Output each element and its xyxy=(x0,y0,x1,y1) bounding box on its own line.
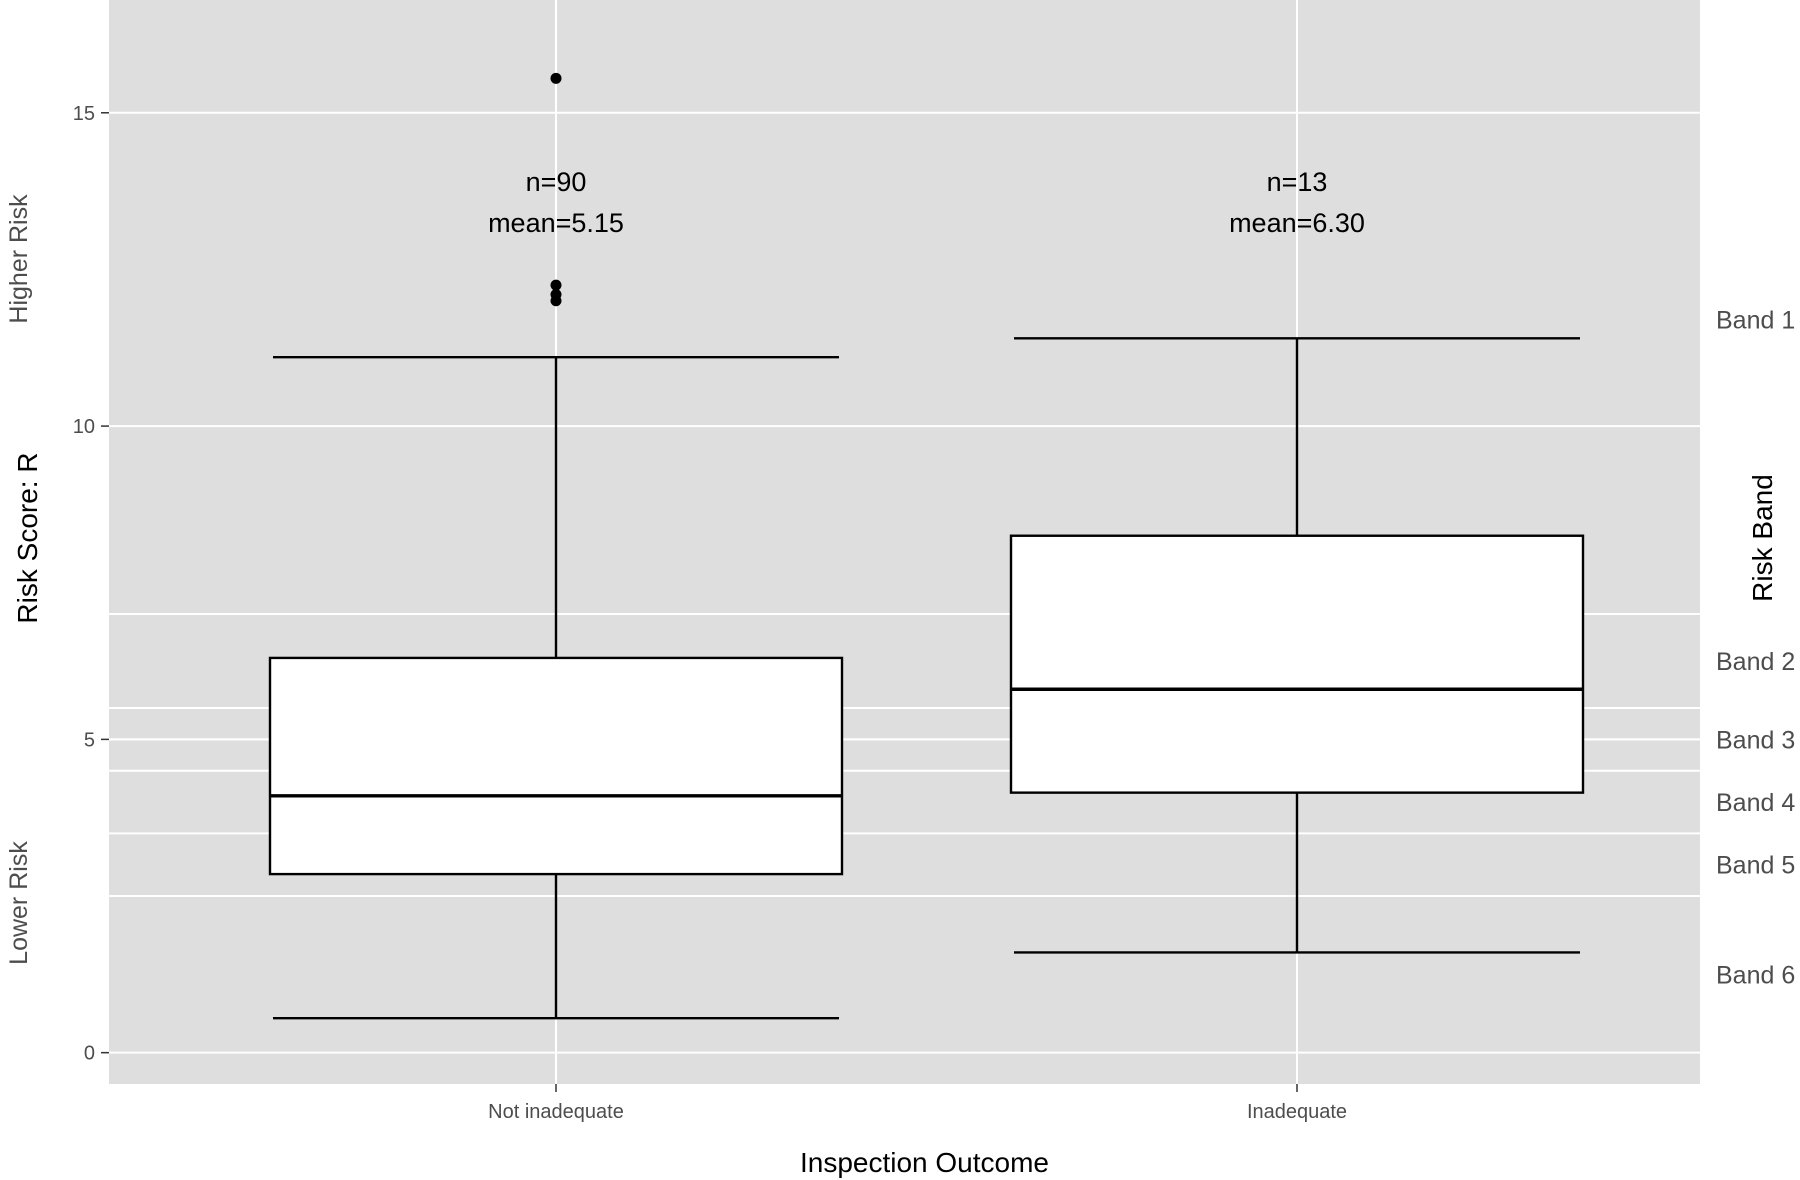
y-axis-title: Risk Score: R xyxy=(12,452,43,623)
mean-annotation: mean=6.30 xyxy=(1229,208,1365,238)
n-annotation: n=90 xyxy=(526,167,587,197)
band-label: Band 2 xyxy=(1716,648,1795,676)
outlier-point xyxy=(550,279,562,291)
n-annotation: n=13 xyxy=(1267,167,1328,197)
y-tick-label: 5 xyxy=(84,729,95,751)
x-tick-label: Inadequate xyxy=(1247,1101,1347,1123)
risk-band-axis-title: Risk Band xyxy=(1747,474,1778,602)
box-not-inadequate xyxy=(268,72,844,1020)
iqr-box xyxy=(268,656,844,876)
mean-annotation: mean=5.15 xyxy=(488,208,624,238)
band-label: Band 6 xyxy=(1716,961,1795,989)
y-tick-label: 10 xyxy=(73,416,95,438)
higher-risk-label: Higher Risk xyxy=(5,194,33,324)
y-tick-label: 0 xyxy=(84,1043,95,1065)
band-label: Band 3 xyxy=(1716,726,1795,754)
band-label: Band 4 xyxy=(1716,789,1795,817)
band-label: Band 5 xyxy=(1716,852,1795,880)
y-tick-label: 15 xyxy=(73,103,95,125)
lower-risk-label: Lower Risk xyxy=(5,841,33,965)
box-inadequate xyxy=(1009,337,1585,954)
outlier-point xyxy=(550,288,562,300)
x-tick-label: Not inadequate xyxy=(488,1101,624,1123)
x-axis-title: Inspection Outcome xyxy=(800,1147,1049,1178)
band-label: Band 1 xyxy=(1716,307,1795,335)
iqr-box xyxy=(1009,534,1585,794)
outlier-point xyxy=(550,72,562,84)
